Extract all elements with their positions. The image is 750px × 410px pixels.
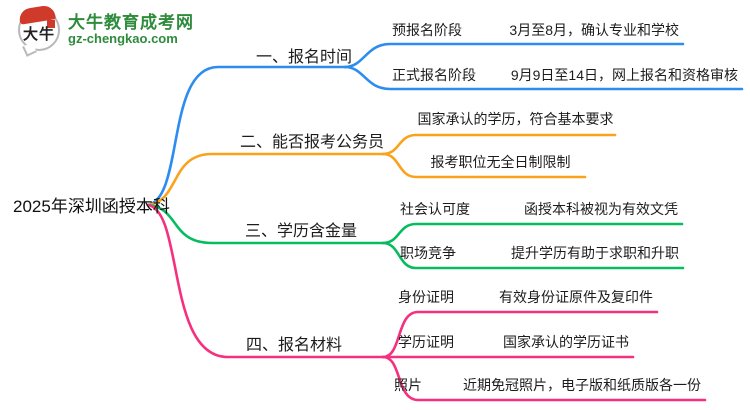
node-photo: 照片 近期免冠照片，电子版和纸质版各一份 [394,373,701,395]
node-label: 预报名阶段 [392,22,462,38]
node-value: 有效身份证原件及复印件 [499,289,653,305]
logo-bubble-icon: 大牛 [18,4,60,57]
node-label: 职场竞争 [400,245,456,261]
site-logo[interactable]: 大牛 大牛教育成考网 gz-chengkao.com [18,4,194,57]
branch-2-child-1-line [381,133,617,156]
branch-1-trunk-line [146,65,347,207]
branch-1-child-1-line [343,42,685,69]
branch-2-label: 二、能否报考公务员 [240,134,385,151]
node-value: 9月9日至14日，网上报名和资格审核 [510,67,738,83]
branch-2-child-2-line [381,152,587,179]
node-value: 近期免冠照片，电子版和纸质版各一份 [463,377,701,393]
node-value: 国家承认的学历，符合基本要求 [417,111,614,127]
logo-seal-text: 大牛 [22,26,55,43]
site-name: 大牛教育成考网 [68,12,194,32]
node-education-proof: 学历证明 国家承认的学历证书 [398,330,629,352]
node-value: 报考职位无全日制限制 [430,154,571,170]
node-label: 社会认可度 [400,201,470,217]
branch-3-label: 三、学历含金量 [245,223,358,240]
branch-1-child-2-line [343,65,744,91]
node-identity-proof: 身份证明 有效身份证原件及复印件 [398,285,653,307]
node-formal-registration: 正式报名阶段 9月9日至14日，网上报名和资格审核 [392,63,738,85]
node-value: 提升学历有助于求职和升职 [511,245,679,261]
branch-4-child-1-line [381,310,659,359]
site-url: gz-chengkao.com [68,31,178,47]
node-value: 国家承认的学历证书 [503,334,629,350]
logo-seal-icon [47,20,55,28]
node-career-competition: 职场竞争 提升学历有助于求职和升职 [400,241,679,263]
node-label: 学历证明 [398,334,454,350]
branch-3-child-2-line [381,241,685,270]
branch-3-trunk-line [146,203,385,245]
node-value: 函授本科被视为有效文凭 [524,201,678,217]
branch-4-label: 四、报名材料 [246,337,343,354]
branch-3-child-1-line [381,222,684,245]
node-social-recognition: 社会认可度 函授本科被视为有效文凭 [400,197,678,219]
branch-4-child-3-line [381,355,707,402]
node-state-recognized: 国家承认的学历，符合基本要求 [416,107,615,129]
node-value: 3月至8月，确认专业和学校 [509,22,679,38]
node-label: 正式报名阶段 [392,67,476,83]
node-label: 身份证明 [398,289,454,305]
node-pre-registration: 预报名阶段 3月至8月，确认专业和学校 [392,18,679,40]
node-label: 照片 [394,377,422,393]
root-node: 2025年深圳函授本科 [13,197,170,216]
node-no-fulltime-limit: 报考职位无全日制限制 [416,150,585,172]
branch-1-label: 一、报名时间 [256,49,353,66]
branch-2-trunk-line [146,152,385,207]
branch-4-trunk-line [146,203,385,359]
